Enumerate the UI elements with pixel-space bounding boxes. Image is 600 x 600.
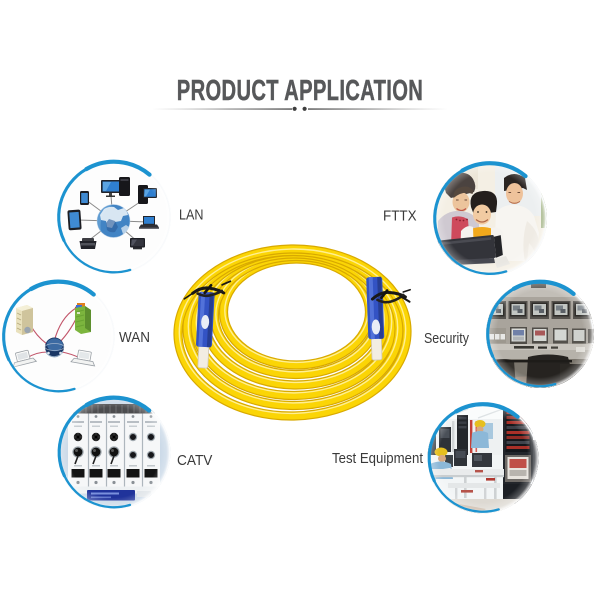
svg-text:LAN: LAN xyxy=(179,207,204,224)
svg-text:WAN: WAN xyxy=(119,329,150,346)
svg-text:CATV: CATV xyxy=(177,452,212,469)
svg-text:Security: Security xyxy=(424,330,469,347)
svg-text:Test Equipment: Test Equipment xyxy=(332,450,424,467)
svg-text:FTTX: FTTX xyxy=(383,208,417,225)
svg-text:PRODUCT APPLICATION: PRODUCT APPLICATION xyxy=(177,74,423,107)
